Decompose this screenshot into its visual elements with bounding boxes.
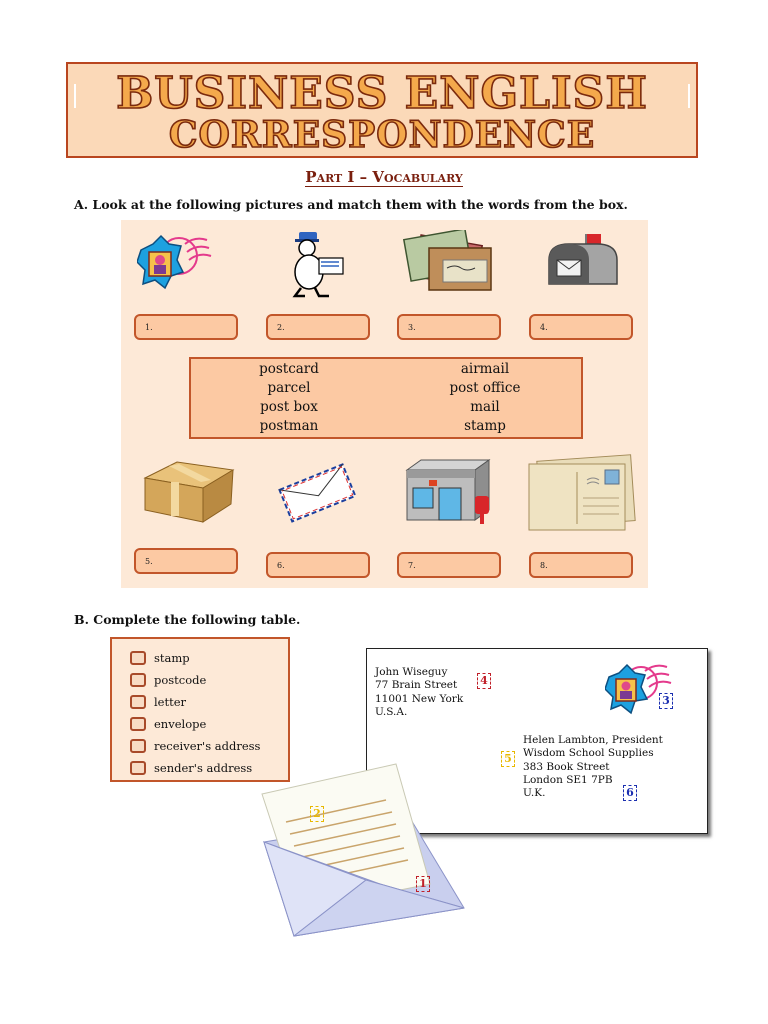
post-office-picture [405,459,491,524]
airmail-envelope-picture [278,463,357,523]
answer-box-4-label: 4. [540,323,548,332]
tag-2: 2 [310,806,324,822]
tag-4: 4 [477,673,491,689]
title-tick-right [688,84,690,108]
sender-line: 11001 New York [375,692,464,705]
sender-line: U.S.A. [375,705,408,718]
check-label: receiver's address [154,739,261,753]
answer-box-6-label: 6. [277,561,285,570]
word-item: post box [260,399,318,415]
tag-3: 3 [659,693,673,709]
receiver-line: 383 Book Street [523,760,610,773]
stamp-picture [137,234,212,290]
section-b-instruction: B. Complete the following table. [74,612,301,627]
part-heading-text: Part I – Vocabulary [305,168,463,187]
receiver-line: Wisdom School Supplies [523,747,654,760]
check-label: letter [154,695,187,709]
answer-box-6[interactable]: 6. [266,552,370,578]
answer-box-7[interactable]: 7. [397,552,501,578]
part-heading: Part I – Vocabulary [0,168,768,187]
check-square[interactable] [130,717,146,731]
check-square[interactable] [130,695,146,709]
check-square[interactable] [130,673,146,687]
sender-address: John Wiseguy 77 Brain Street 11001 New Y… [375,666,463,719]
section-a-panel: 1. 2. 3. 4. postcard parcel post box pos… [121,220,648,588]
answer-box-4[interactable]: 4. [529,314,633,340]
answer-box-1[interactable]: 1. [134,314,238,340]
sender-line: John Wiseguy [375,666,448,678]
answer-box-5-label: 5. [145,557,153,566]
title-banner: BUSINESS ENGLISH CORRESPONDENCE [66,62,698,158]
receiver-line: Helen Lambton, President [523,734,663,746]
check-label: sender's address [154,761,253,775]
answer-box-8[interactable]: 8. [529,552,633,578]
tag-6: 6 [623,785,637,801]
sender-line: 77 Brain Street [375,679,458,692]
stamp-icon [605,663,672,715]
title-line-1: BUSINESS ENGLISH [115,67,648,120]
check-label: postcode [154,673,207,687]
word-item: parcel [267,380,311,396]
parcel-picture [143,461,235,523]
word-item: post office [449,380,521,396]
word-item: airmail [460,361,510,377]
answer-box-5[interactable]: 5. [134,548,238,574]
check-square[interactable] [130,739,146,753]
word-item: stamp [464,418,506,434]
answer-box-2[interactable]: 2. [266,314,370,340]
postcard-picture [528,454,636,531]
receiver-line: U.K. [523,787,546,800]
mail-picture [403,230,492,291]
tag-1: 1 [416,876,430,892]
open-envelope-picture [261,763,465,937]
word-box: postcard parcel post box postman airmail… [189,357,583,439]
envelope-front: John Wiseguy 77 Brain Street 11001 New Y… [366,648,708,834]
title-tick-left [74,84,76,108]
answer-box-3-label: 3. [408,323,416,332]
answer-box-2-label: 2. [277,323,285,332]
receiver-line: London SE1 7PB [523,773,613,786]
answer-box-3[interactable]: 3. [397,314,501,340]
title-line-2: CORRESPONDENCE [168,113,596,157]
check-square[interactable] [130,761,146,775]
check-label: envelope [154,717,207,731]
word-item: postman [259,418,319,434]
check-square[interactable] [130,651,146,665]
postman-picture [292,232,344,298]
word-item: mail [470,399,500,415]
answer-box-7-label: 7. [408,561,416,570]
mailbox-picture [548,234,618,285]
tag-5: 5 [501,751,515,767]
section-a-instruction: A. Look at the following pictures and ma… [74,197,628,212]
check-label: stamp [154,651,190,665]
word-item: postcard [259,361,319,377]
answer-box-8-label: 8. [540,561,548,570]
receiver-address: Helen Lambton, President Wisdom School S… [523,734,663,800]
check-list: stamp postcode letter envelope receiver'… [110,637,290,782]
answer-box-1-label: 1. [145,323,153,332]
